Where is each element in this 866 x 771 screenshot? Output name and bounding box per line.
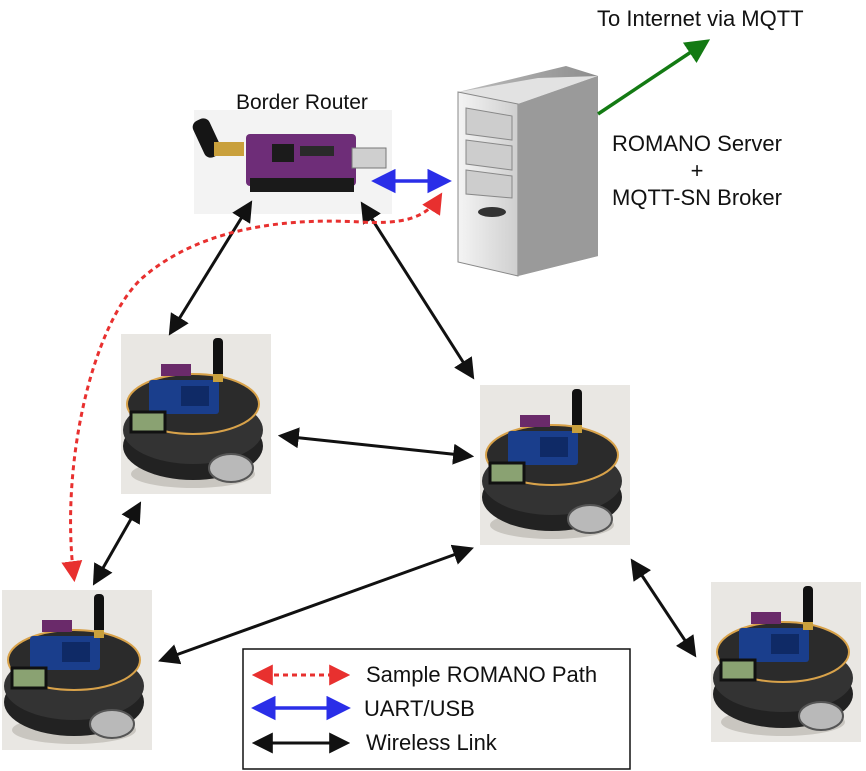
- server-label-line3: MQTT-SN Broker: [612, 185, 782, 210]
- wireless-link-arrow: [158, 544, 474, 665]
- legend: [242, 648, 631, 770]
- server-label: ROMANO Server + MQTT-SN Broker: [604, 130, 790, 211]
- wireless-link-arrow: [277, 427, 475, 465]
- border-router-label: Border Router: [236, 91, 368, 114]
- legend-item-path-label: Sample ROMANO Path: [366, 662, 598, 687]
- server-label-line1: ROMANO Server: [612, 131, 782, 156]
- legend-item-usb-label: UART/USB: [364, 696, 475, 721]
- internet-arrow: [597, 39, 711, 116]
- wireless-link-arrow: [168, 200, 253, 336]
- server-icon: [457, 66, 598, 277]
- romano-path-arrow: [61, 192, 443, 583]
- robot-icon: [119, 332, 273, 496]
- robot-icon: [0, 588, 154, 752]
- robot-icon: [709, 580, 863, 744]
- internet-label: To Internet via MQTT: [597, 6, 804, 31]
- border-router-icon: [192, 110, 392, 214]
- server-label-line2: +: [690, 158, 704, 183]
- wireless-link-arrow: [360, 201, 475, 380]
- wireless-link-arrow: [92, 501, 142, 586]
- robot-icon: [478, 383, 632, 547]
- wireless-link-arrow: [630, 558, 697, 658]
- legend-item-wireless-label: Wireless Link: [366, 730, 497, 755]
